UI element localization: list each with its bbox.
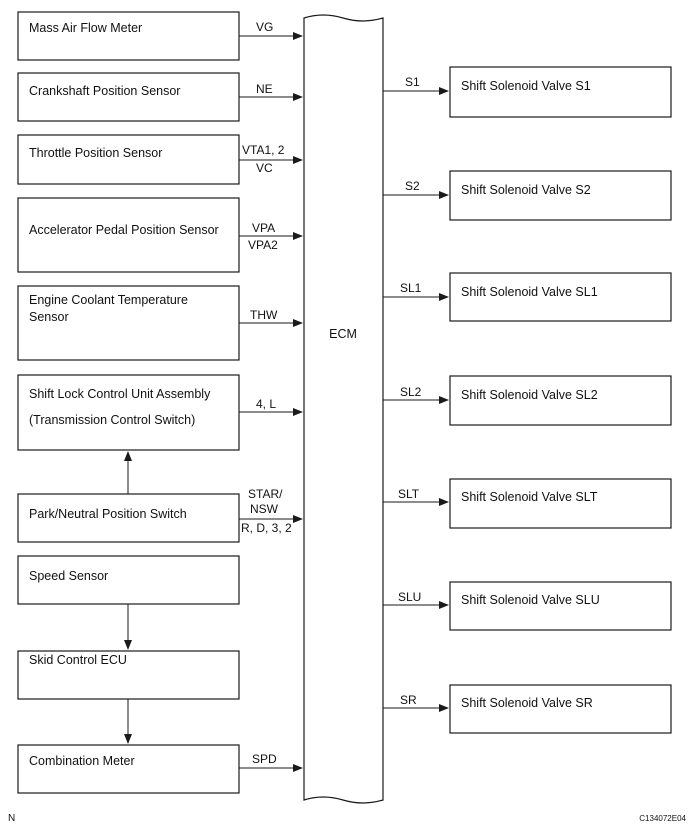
park-neutral-position-switch-label: Park/Neutral Position Switch <box>29 507 187 521</box>
sl1-signal-label: SL1 <box>400 281 422 295</box>
slu-signal-label: SLU <box>398 590 421 604</box>
shift-solenoid-slt-label: Shift Solenoid Valve SLT <box>461 490 598 504</box>
thw-signal-label: THW <box>250 308 278 322</box>
vpa-signal-label: VPA <box>252 221 275 235</box>
vc-signal-label: VC <box>256 161 273 175</box>
accelerator-pedal-position-sensor-label: Accelerator Pedal Position Sensor <box>29 223 219 237</box>
accelerator-pedal-position-sensor-box <box>17 197 240 273</box>
figure-code: C134072E04 <box>639 814 686 823</box>
footer-left-mark: N <box>8 813 15 824</box>
engine-coolant-temperature-sensor-label-line2: Sensor <box>29 310 69 324</box>
shift-solenoid-s1-label: Shift Solenoid Valve S1 <box>461 79 591 93</box>
mass-air-flow-meter-box <box>17 11 240 61</box>
park-neutral-position-switch-box <box>17 493 240 543</box>
sr-signal-label: SR <box>400 693 417 707</box>
four-l-signal-label: 4, L <box>256 397 276 411</box>
shift-solenoid-sr-box <box>449 684 672 734</box>
ecm-box <box>303 14 384 804</box>
shift-solenoid-slu-box <box>449 581 672 631</box>
ecm-label: ECM <box>329 327 357 341</box>
rd32-signal-label: R, D, 3, 2 <box>241 521 292 535</box>
shift-solenoid-s1-box <box>449 66 672 118</box>
shift-lock-control-unit-label-line1: Shift Lock Control Unit Assembly <box>29 387 211 401</box>
nsw-signal-label: NSW <box>250 502 279 516</box>
skid-control-ecu-label: Skid Control ECU <box>29 653 127 667</box>
mass-air-flow-meter-label: Mass Air Flow Meter <box>29 21 142 35</box>
star-signal-label: STAR/ <box>248 487 283 501</box>
throttle-position-sensor-label: Throttle Position Sensor <box>29 146 162 160</box>
crankshaft-position-sensor-box <box>17 72 240 122</box>
shift-solenoid-sl2-label: Shift Solenoid Valve SL2 <box>461 388 598 402</box>
shift-solenoid-s2-box <box>449 170 672 221</box>
skid-control-ecu-box <box>17 650 240 700</box>
shift-lock-control-unit-box <box>17 374 240 451</box>
s1-signal-label: S1 <box>405 75 420 89</box>
shift-solenoid-sl1-box <box>449 272 672 322</box>
shift-solenoid-s2-label: Shift Solenoid Valve S2 <box>461 183 591 197</box>
crankshaft-position-sensor-label: Crankshaft Position Sensor <box>29 84 180 98</box>
shift-solenoid-sr-label: Shift Solenoid Valve SR <box>461 696 593 710</box>
combination-meter-box <box>17 744 240 794</box>
shift-solenoid-slu-label: Shift Solenoid Valve SLU <box>461 593 600 607</box>
spd-signal-label: SPD <box>252 752 277 766</box>
vpa2-signal-label: VPA2 <box>248 238 278 252</box>
throttle-position-sensor-box <box>17 134 240 185</box>
combination-meter-label: Combination Meter <box>29 754 135 768</box>
s2-signal-label: S2 <box>405 179 420 193</box>
engine-coolant-temperature-sensor-label-line1: Engine Coolant Temperature <box>29 293 188 307</box>
vta1-signal-label: VTA1, 2 <box>242 143 285 157</box>
sl2-signal-label: SL2 <box>400 385 422 399</box>
engine-coolant-temperature-sensor-box <box>17 285 240 361</box>
speed-sensor-label: Speed Sensor <box>29 569 108 583</box>
shift-solenoid-sl1-label: Shift Solenoid Valve SL1 <box>461 285 598 299</box>
shift-lock-control-unit-label-line2: (Transmission Control Switch) <box>29 413 195 427</box>
slt-signal-label: SLT <box>398 487 420 501</box>
shift-solenoid-slt-box <box>449 478 672 529</box>
shift-solenoid-sl2-box <box>449 375 672 426</box>
vg-signal-label: VG <box>256 20 273 34</box>
ne-signal-label: NE <box>256 82 273 96</box>
